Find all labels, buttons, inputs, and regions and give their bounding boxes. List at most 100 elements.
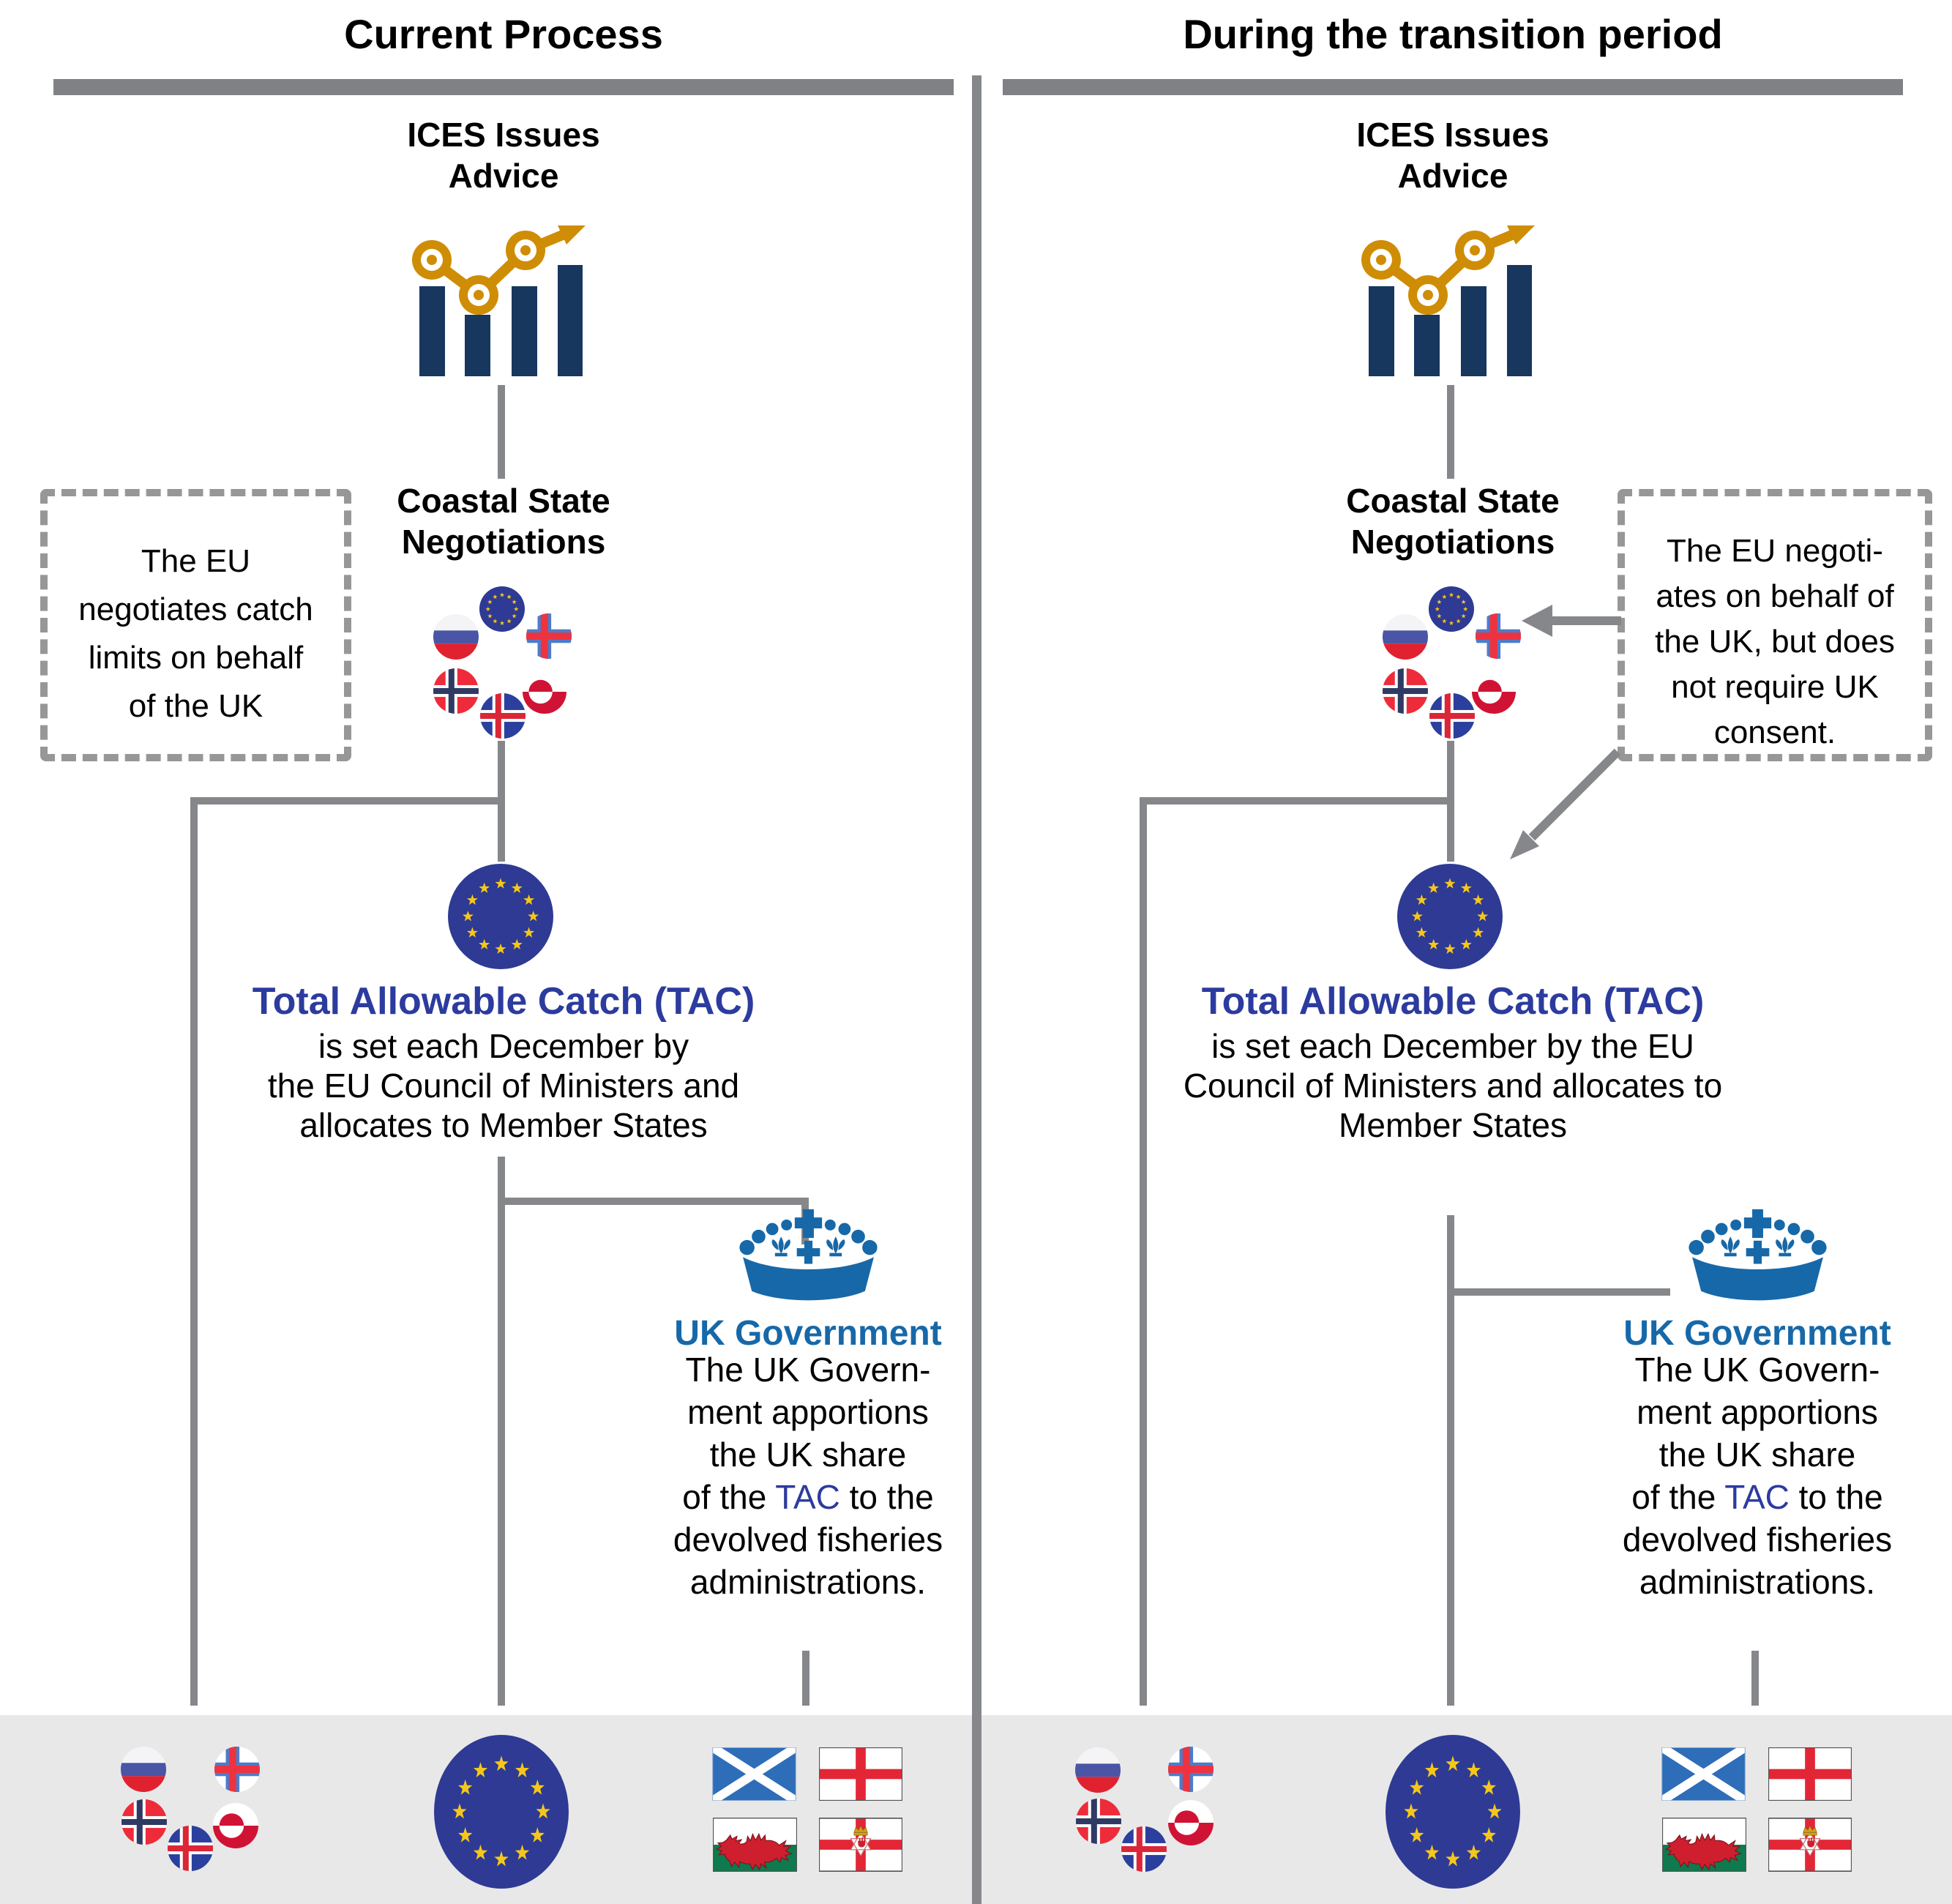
note-line: the UK, but does [1655,624,1895,660]
gov-line: devolved fisheries [673,1520,943,1558]
gov-text: The UK Govern- ment apportions the UK sh… [625,1348,991,1603]
flag-iceland-icon [1429,693,1475,739]
eu-flag-tac-icon [448,864,553,969]
coastal-label: Coastal State Negotiations [1003,480,1903,562]
tac-text: is set each December by the EU Council o… [53,1026,954,1145]
eu-flag-tac-icon [1397,864,1503,969]
tac-line: is set each December by the EU [1211,1027,1694,1065]
left-leg [190,797,198,1706]
column-transition-period: During the transition period ICES Issues… [949,0,1934,1904]
ices-label: ICES Issues Advice [53,114,954,196]
column-title: Current Process [344,11,663,57]
gov-line: the UK share [1659,1436,1856,1474]
note-line: negotiates catch [78,591,313,627]
eu-flag-bottom-icon [434,1735,569,1889]
note-arrow-left-icon [1522,605,1621,637]
note-line: consent. [1713,714,1836,750]
gov-line: ment apportions [1637,1393,1878,1431]
flag-russia-icon [1075,1747,1121,1793]
ices-line1: ICES Issues [407,116,600,154]
uk-gov-crown-icon [733,1208,883,1310]
gov-leg [1751,1651,1759,1706]
tac-line: Member States [1339,1106,1567,1144]
coastal-line2: Negotiations [401,523,606,561]
gov-line: of the TAC to the [682,1478,934,1516]
ices-line2: Advice [448,157,559,195]
gov-line: administrations. [689,1563,927,1601]
gov-title: UK Government [1623,1314,1891,1353]
tac-line: Council of Ministers and allocates to [1183,1067,1723,1105]
flag-faroe-icon [1168,1747,1214,1792]
note-line: limits on behalf [88,640,304,676]
coastal-line1: Coastal State [1346,482,1560,520]
note-line: of the UK [128,688,263,724]
flag-scotland-icon [1661,1747,1746,1801]
note-line: The EU negoti- [1667,533,1883,569]
flag-greenland-icon [1168,1800,1214,1845]
flag-eu-icon [479,586,525,632]
header-rule [1003,79,1903,95]
eu-negotiates-note: The EU negotiates catch limits on behalf… [40,489,351,761]
coastal-line2: Negotiations [1350,523,1555,561]
uk-gov-crown-icon [1683,1208,1833,1310]
coastal-label: Coastal State Negotiations [53,480,954,562]
eu-flag-bottom-icon [1386,1735,1520,1889]
flag-faroe-icon [1476,613,1521,659]
flag-england-icon [1768,1747,1852,1801]
branch-to-left-leg [1140,797,1454,804]
header-rule [53,79,954,95]
gov-line: ment apportions [687,1393,929,1431]
column-divider [972,75,981,1904]
connector-ices-coastal [498,385,505,479]
flag-iceland-icon [1121,1826,1167,1872]
gov-line: The UK Govern- [685,1351,931,1389]
gov-line: the UK share [709,1436,907,1474]
gov-line: of the TAC to the [1631,1478,1883,1516]
tac-title: Total Allowable Catch (TAC) [252,980,755,1023]
gov-title: UK Government [674,1314,942,1353]
column-title: During the transition period [1183,11,1723,57]
eu-negotiates-note: The EU negoti- ates on behalf of the UK,… [1618,489,1932,761]
note-arrow-diagonal-icon [1510,748,1621,859]
center-leg [498,1157,505,1706]
gov-leg [802,1651,809,1706]
column-current-process: Current Process ICES Issues Advice Coast… [40,11,954,1904]
tac-title: Total Allowable Catch (TAC) [1201,980,1705,1023]
flag-russia-icon [1383,614,1428,660]
flag-norway-icon [433,668,479,714]
coastal-line1: Coastal State [397,482,610,520]
gov-text: The UK Govern- ment apportions the UK sh… [1574,1348,1940,1603]
flag-northern-ireland-icon [819,1818,902,1872]
flag-norway-icon [121,1799,167,1845]
note-line: not require UK [1671,669,1879,705]
ices-advice-chart-icon [1356,218,1547,381]
flag-greenland-icon [1472,670,1516,714]
tac-line: the EU Council of Ministers and [267,1067,740,1105]
ices-advice-chart-icon [407,218,597,381]
flag-faroe-icon [526,613,572,659]
flag-northern-ireland-icon [1768,1818,1852,1872]
branch-to-gov [498,1198,808,1205]
flag-england-icon [819,1747,902,1801]
tac-line: allocates to Member States [299,1106,708,1144]
tac-text: is set each December by the EU Council o… [1003,1026,1903,1145]
ices-line2: Advice [1397,157,1508,195]
flag-iceland-icon [480,693,526,739]
flag-russia-icon [121,1747,166,1792]
ices-line1: ICES Issues [1356,116,1549,154]
flag-greenland-icon [213,1803,258,1848]
branch-to-left-leg [190,797,504,804]
note-line: The EU [141,543,251,579]
flag-greenland-icon [523,670,566,714]
center-leg [1447,1215,1454,1706]
tac-line: is set each December by [318,1027,689,1065]
gov-line: devolved fisheries [1622,1520,1893,1558]
flag-norway-icon [1383,668,1428,714]
flag-iceland-icon [168,1826,213,1871]
flag-norway-icon [1076,1799,1121,1844]
gov-line: administrations. [1639,1563,1876,1601]
flag-russia-icon [433,614,479,660]
gov-line: The UK Govern- [1634,1351,1880,1389]
branch-to-gov [1447,1288,1670,1296]
